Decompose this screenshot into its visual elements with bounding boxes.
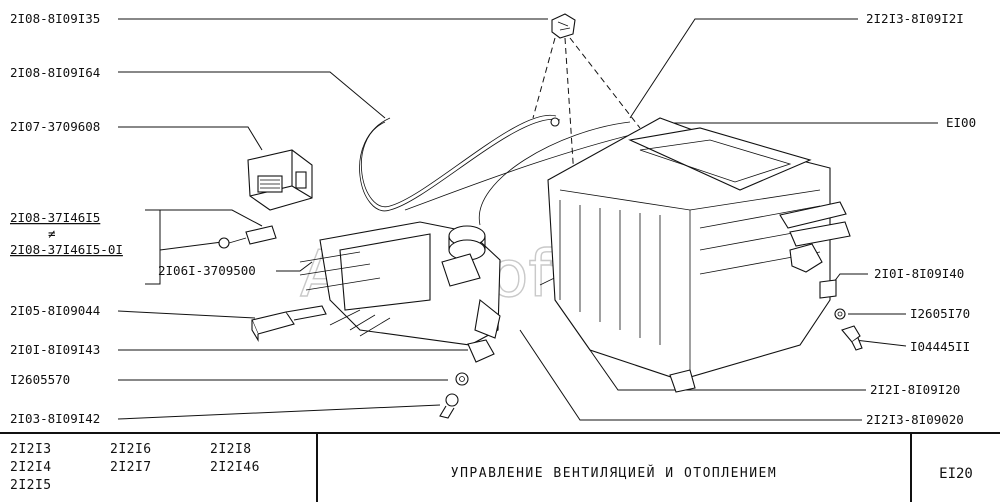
callout-2I2I3-8I09I2I: 2I2I3-8I09I2I bbox=[866, 11, 964, 26]
sheet-number: EI20 bbox=[939, 466, 973, 482]
callout-EI00: EI00 bbox=[946, 115, 976, 130]
model-code: 2I2I6 bbox=[110, 442, 152, 457]
heater-switch bbox=[247, 149, 313, 211]
heater-housing bbox=[547, 117, 851, 393]
parts-diagram: AutoSoft 2I08-8I09I35 2I08-8I09I64 2I07-… bbox=[10, 11, 976, 427]
callouts-left: 2I08-8I09I35 2I08-8I09I64 2I07-3709608 2… bbox=[10, 11, 256, 426]
callout-2I2I-8I09I20: 2I2I-8I09I20 bbox=[870, 382, 960, 397]
model-code: 2I2I5 bbox=[10, 478, 52, 493]
model-code: 2I2I4 bbox=[10, 460, 52, 475]
model-list: 2I2I3 2I2I4 2I2I5 2I2I6 2I2I7 2I2I8 2I2I… bbox=[0, 434, 318, 502]
callout-2I2I3-8I09020: 2I2I3-8I09020 bbox=[866, 412, 964, 427]
callout-2I08-8I09I35: 2I08-8I09I35 bbox=[10, 11, 100, 26]
leader-lines bbox=[117, 18, 938, 421]
title-block: 2I2I3 2I2I4 2I2I5 2I2I6 2I2I7 2I2I8 2I2I… bbox=[0, 432, 1000, 502]
callouts-right: 2I2I3-8I09I2I EI00 2I0I-8I09I40 I2605I70… bbox=[866, 11, 976, 427]
sheet-cell: EI20 bbox=[912, 434, 1000, 502]
model-code: 2I2I7 bbox=[110, 460, 152, 475]
callout-2I07-3709608: 2I07-3709608 bbox=[10, 119, 100, 134]
model-code: 2I2I46 bbox=[210, 460, 260, 475]
callout-I2605570: I2605570 bbox=[10, 372, 70, 387]
fasteners-right bbox=[834, 308, 863, 351]
callout-2I0I-8I09I43: 2I0I-8I09I43 bbox=[10, 342, 100, 357]
callout-I2605I70: I2605I70 bbox=[910, 306, 970, 321]
callout-2I03-8I09I42: 2I03-8I09I42 bbox=[10, 411, 100, 426]
lamp-and-socket bbox=[218, 225, 277, 249]
callout-2I05-8I09044: 2I05-8I09044 bbox=[10, 303, 100, 318]
callout-I04445II: I04445II bbox=[910, 339, 970, 354]
callout-2I08-37I46I5: 2I08-37I46I5 bbox=[10, 210, 100, 225]
title-cell: УПРАВЛЕНИЕ ВЕНТИЛЯЦИЕЙ И ОТОПЛЕНИЕМ bbox=[318, 434, 912, 502]
model-code: 2I2I3 bbox=[10, 442, 52, 457]
diagram-title: УПРАВЛЕНИЕ ВЕНТИЛЯЦИЕЙ И ОТОПЛЕНИЕМ bbox=[450, 466, 778, 481]
callout-2I08-8I09I64: 2I08-8I09I64 bbox=[10, 65, 100, 80]
callout-2I08-37I46I5-0I: 2I08-37I46I5-0I bbox=[10, 242, 123, 257]
callout-2I0I-8I09I40: 2I0I-8I09I40 bbox=[874, 266, 964, 281]
callout-not-equal: ≠ bbox=[48, 226, 56, 241]
slider-pad bbox=[251, 305, 327, 342]
valve-assembly bbox=[299, 221, 501, 346]
callout-2I06I-3709500: 2I06I-3709500 bbox=[158, 263, 256, 278]
model-code: 2I2I8 bbox=[210, 442, 252, 457]
fasteners-left bbox=[439, 339, 495, 419]
